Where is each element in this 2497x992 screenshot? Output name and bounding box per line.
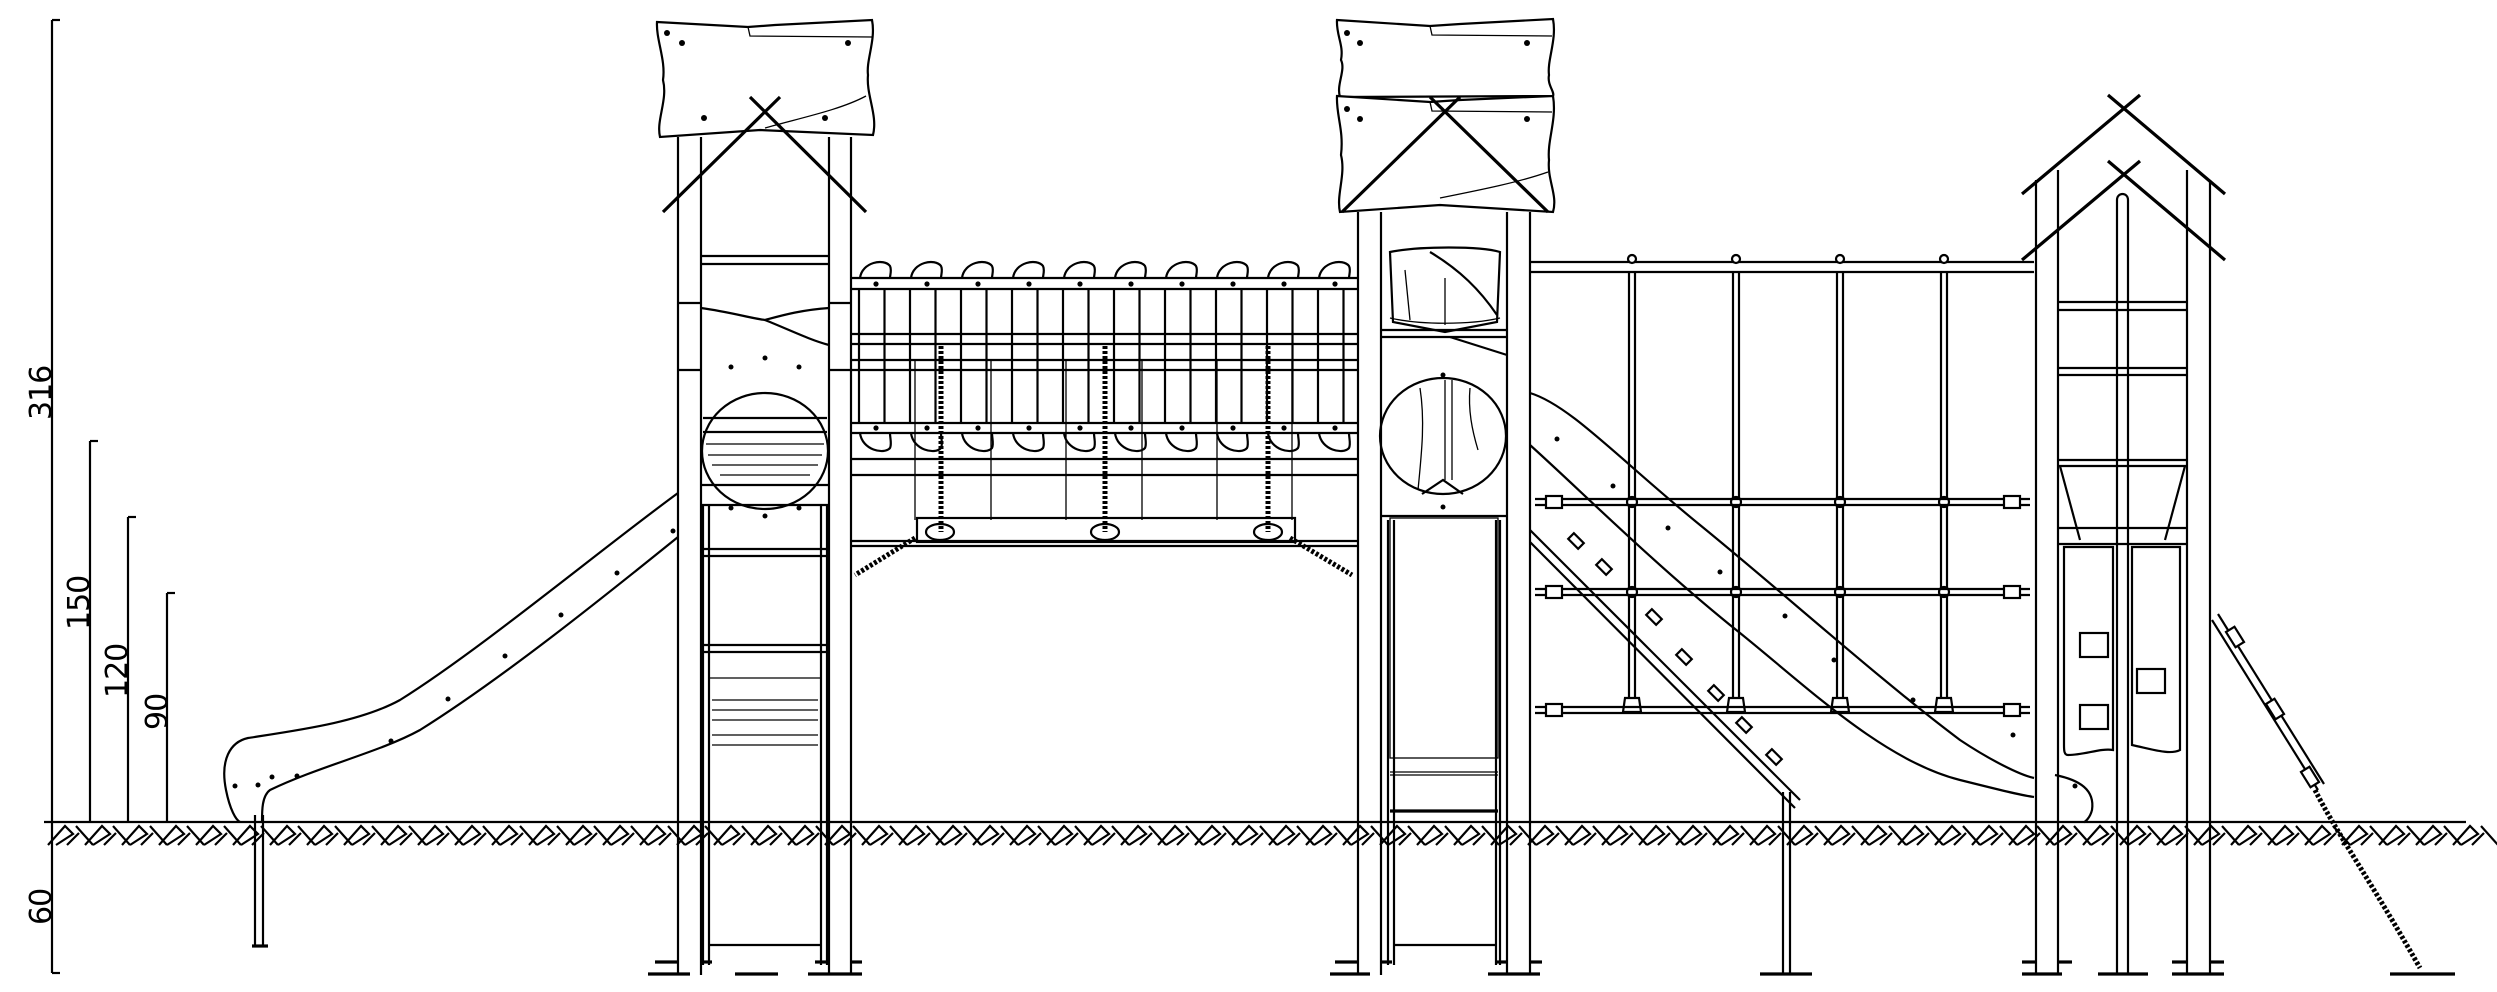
dimension-label-150: 150	[62, 575, 97, 630]
dimension-label-90: 90	[140, 693, 175, 730]
dimension-label-overall-height: 316	[24, 365, 59, 420]
rope-climber	[2211, 613, 2455, 976]
left-slide	[223, 492, 679, 948]
wave-slide	[1529, 391, 2094, 824]
climbing-ramp	[1529, 529, 1812, 976]
dimension-label-foundation-depth: 60	[24, 888, 59, 925]
tower-2	[1330, 17, 1556, 976]
chain-bridge	[851, 260, 1357, 578]
tower-1	[648, 18, 876, 976]
dimension-lines	[50, 18, 175, 975]
dimension-label-120: 120	[100, 643, 135, 698]
tower-3	[2020, 93, 2227, 976]
climbing-net	[1530, 253, 2034, 718]
ground-line	[44, 820, 2497, 846]
